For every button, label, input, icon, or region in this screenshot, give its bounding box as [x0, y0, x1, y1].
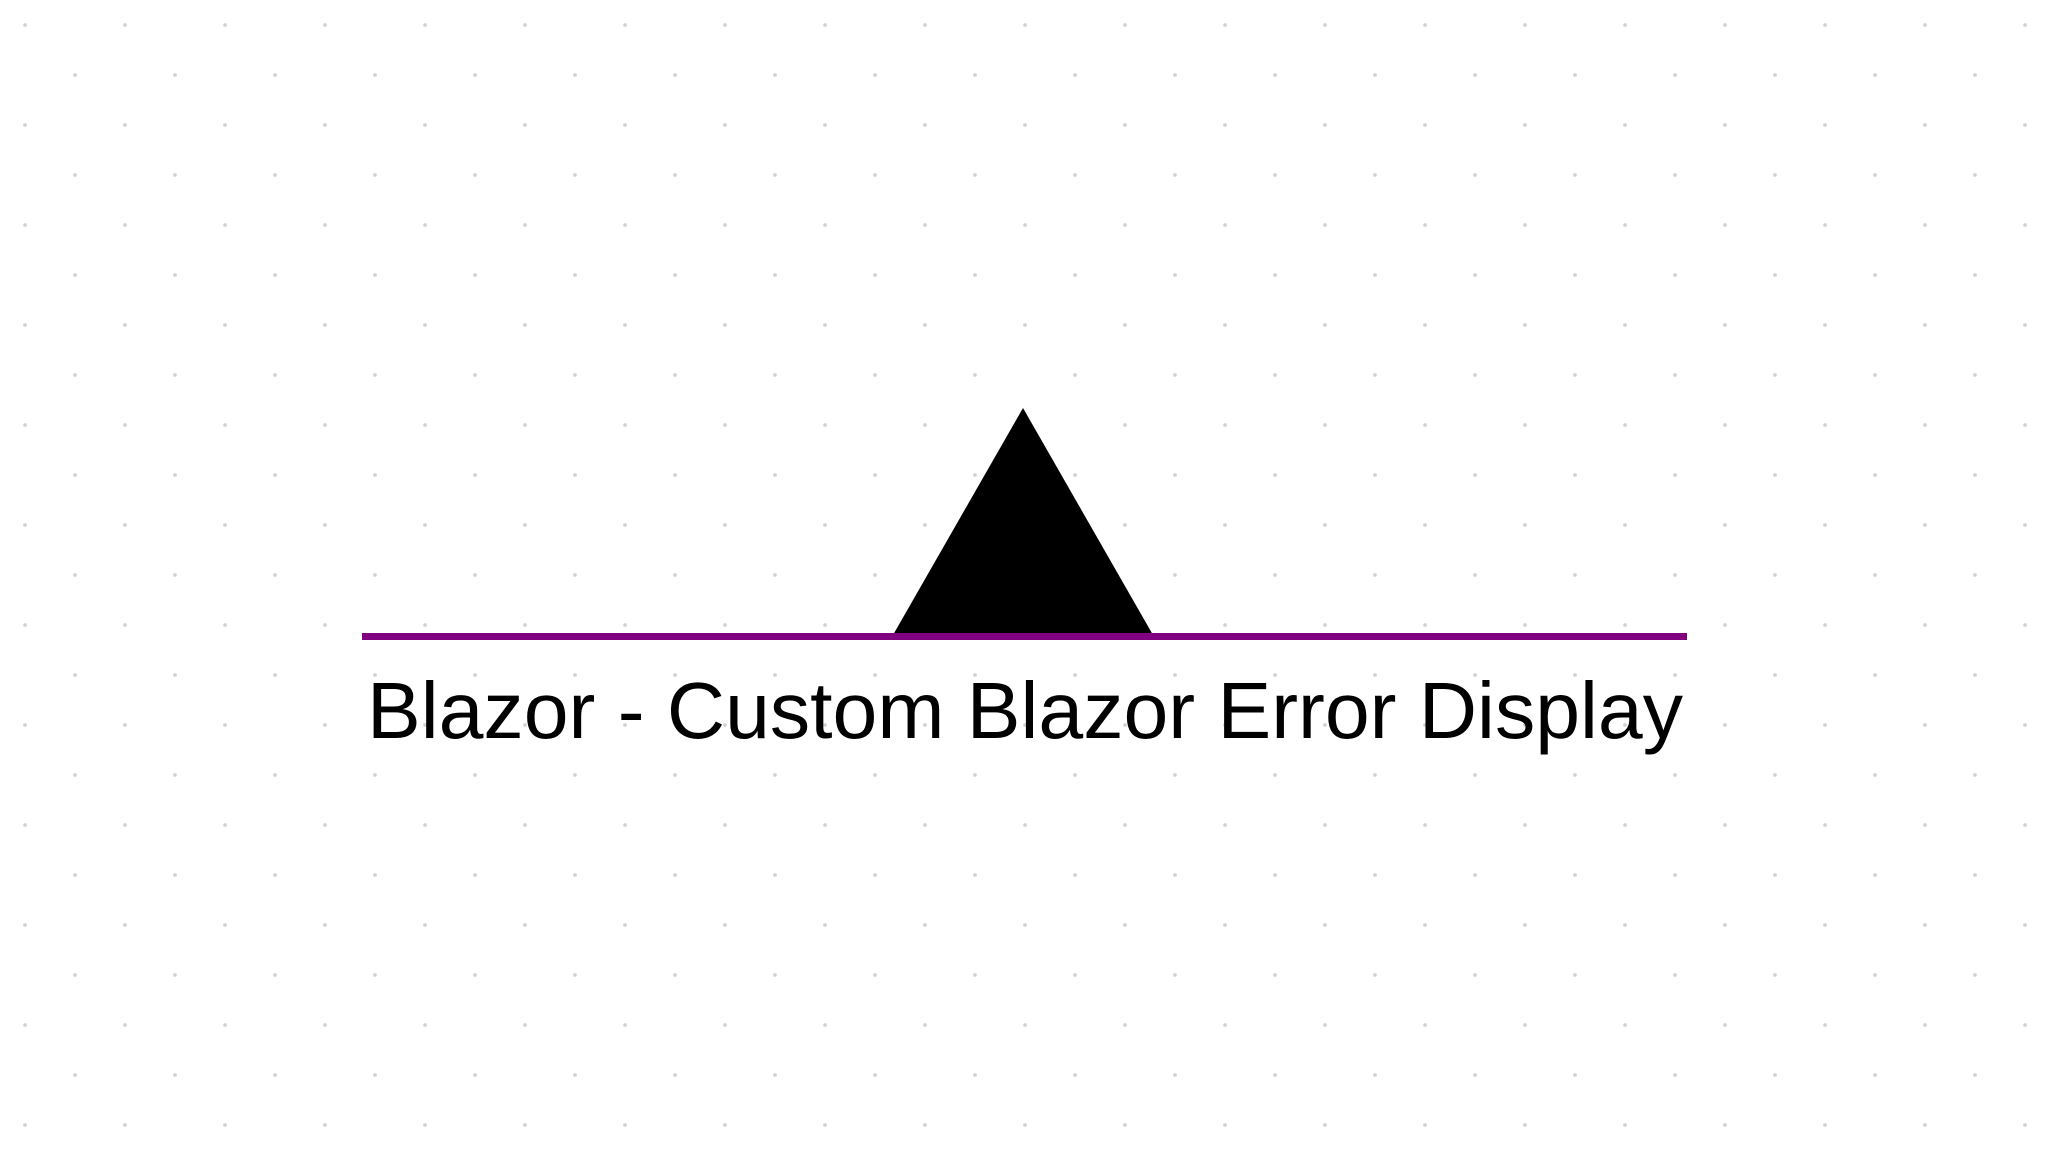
- triangle-icon: [893, 408, 1153, 635]
- accent-divider: [362, 633, 1687, 640]
- page-title: Blazor - Custom Blazor Error Display: [367, 666, 1683, 755]
